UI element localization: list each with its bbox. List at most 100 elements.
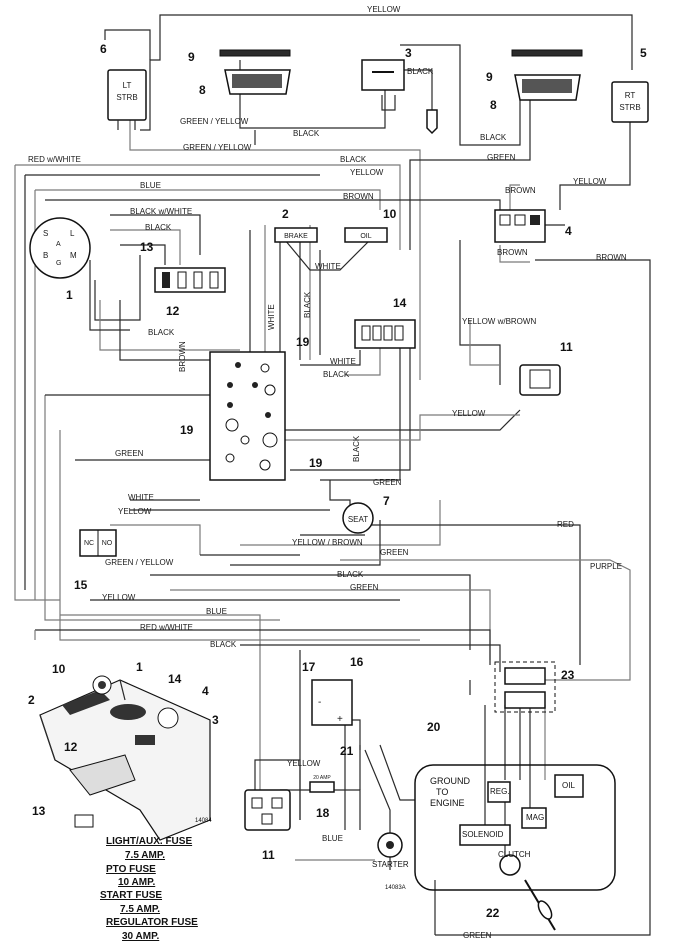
wire-label: WHITE: [128, 493, 154, 502]
fuse-label-regulator: REGULATOR FUSE: [106, 917, 198, 928]
wire-label: GREEN: [115, 449, 144, 458]
wire-label: BLACK: [407, 67, 434, 76]
wire-label: BLACK: [303, 291, 312, 318]
solenoid-label: SOLENOID: [462, 830, 504, 839]
wire-label: RED w/WHITE: [28, 155, 81, 164]
headlight-left: [219, 49, 291, 95]
callout-12b: 12: [64, 740, 78, 754]
wire-label: BLUE: [140, 181, 161, 190]
wire-label: YELLOW: [350, 168, 384, 177]
fuse-label-light-aux: LIGHT/AUX. FUSE: [106, 836, 193, 847]
callout-10a: 10: [383, 207, 397, 221]
callout-18: 18: [316, 806, 330, 820]
wire-label: BLACK w/WHITE: [130, 207, 193, 216]
ground-label-2: TO: [436, 787, 449, 797]
callout-8a: 8: [199, 83, 206, 97]
wire-label: YELLOW: [287, 759, 321, 768]
engine-outline: [414, 764, 616, 891]
seat-label: SEAT: [348, 515, 368, 524]
rt-strobe-light: RT STRB: [611, 81, 649, 123]
wire-label: BLACK: [480, 133, 507, 142]
callout-7: 7: [383, 494, 390, 508]
wire-label: GREEN: [463, 931, 492, 940]
mag-label: MAG: [526, 813, 545, 822]
callout-14a: 14: [393, 296, 407, 310]
fuse-label-pto: PTO FUSE: [106, 864, 156, 875]
lt-strobe-light: LT STRB: [107, 69, 147, 130]
fuse-block: [154, 267, 226, 293]
wire-label: YELLOW: [367, 5, 401, 14]
wire-label: YELLOW: [118, 507, 152, 516]
drawing-number-1: 14084: [195, 818, 212, 824]
starter-motor: [377, 832, 403, 858]
wire-label: BROWN: [497, 248, 528, 257]
callout-11a: 11: [560, 340, 573, 354]
amp20-label: 20 AMP: [313, 775, 331, 781]
wire-label: BLACK: [352, 435, 361, 462]
callout-19c: 19: [309, 456, 323, 470]
wire-label: YELLOW: [573, 177, 607, 186]
wire-label: BLUE: [206, 607, 227, 616]
callout-21: 21: [340, 744, 354, 758]
wire-label: BROWN: [178, 341, 187, 372]
callout-3a: 3: [405, 46, 412, 60]
wire-label: YELLOW: [452, 409, 486, 418]
callout-12a: 12: [166, 304, 180, 318]
pto-switch: NC NO: [79, 529, 117, 557]
lt-strobe-label-2: STRB: [116, 93, 137, 102]
ground-label-3: ENGINE: [430, 798, 465, 808]
callout-19a: 19: [296, 335, 310, 349]
starter-label: STARTER: [372, 860, 409, 869]
wire-label: GREEN: [373, 478, 402, 487]
wire-label: WHITE: [330, 357, 356, 366]
reg-label: REG.: [490, 787, 510, 796]
brake-label: BRAKE: [284, 233, 308, 240]
wire-label: WHITE: [267, 304, 276, 330]
fuse-label-start: START FUSE: [100, 890, 163, 901]
key-terminal-a: A: [56, 241, 61, 248]
wire-label: BLACK: [323, 370, 350, 379]
fuse-amp-start: 7.5 AMP.: [120, 904, 161, 915]
callout-9a: 9: [188, 50, 195, 64]
callout-11b: 11: [262, 848, 275, 862]
relay-bottom: [244, 789, 291, 831]
callout-15: 15: [74, 578, 88, 592]
wire-label: RED: [557, 520, 574, 529]
callout-4a: 4: [565, 224, 572, 238]
plug-connector: [426, 109, 438, 135]
key-terminal-l: L: [70, 229, 75, 238]
no-label: NO: [102, 540, 113, 547]
callout-16: 16: [350, 655, 364, 669]
callout-14b: 14: [168, 672, 182, 686]
wire-label: BLACK: [145, 223, 172, 232]
callout-1b: 1: [136, 660, 143, 674]
wire-label: BROWN: [343, 192, 374, 201]
wire-label: YELLOW / BROWN: [292, 538, 363, 547]
wire-label: YELLOW w/BROWN: [462, 317, 537, 326]
clutch-connector: [524, 879, 556, 931]
wire-label: GREEN: [350, 583, 379, 592]
light-switch: [361, 59, 405, 91]
wire-label: RED w/WHITE: [140, 623, 193, 632]
wire-label: GREEN / YELLOW: [180, 117, 249, 126]
wire-label: PURPLE: [590, 562, 623, 571]
starter-relay: [494, 661, 556, 713]
key-terminal-b: B: [43, 251, 48, 260]
wire-label: YELLOW: [102, 593, 136, 602]
wire-label: BLACK: [210, 640, 237, 649]
nc-label: NC: [84, 540, 94, 547]
fuse-20amp: 20 AMP: [309, 775, 335, 793]
callout-9b: 9: [486, 70, 493, 84]
key-terminal-s: S: [43, 229, 48, 238]
seat-switch: SEAT: [342, 502, 374, 534]
oil-label: OIL: [360, 233, 371, 240]
hour-meter: [354, 319, 416, 349]
drawing-number-2: 14083A: [385, 885, 406, 891]
wire-label: GREEN: [487, 153, 516, 162]
ignition-key-switch: S L B M A G: [29, 217, 91, 279]
callout-6: 6: [100, 42, 107, 56]
callout-17: 17: [302, 660, 316, 674]
wire-label: BLACK: [293, 129, 320, 138]
control-module: [209, 351, 286, 481]
